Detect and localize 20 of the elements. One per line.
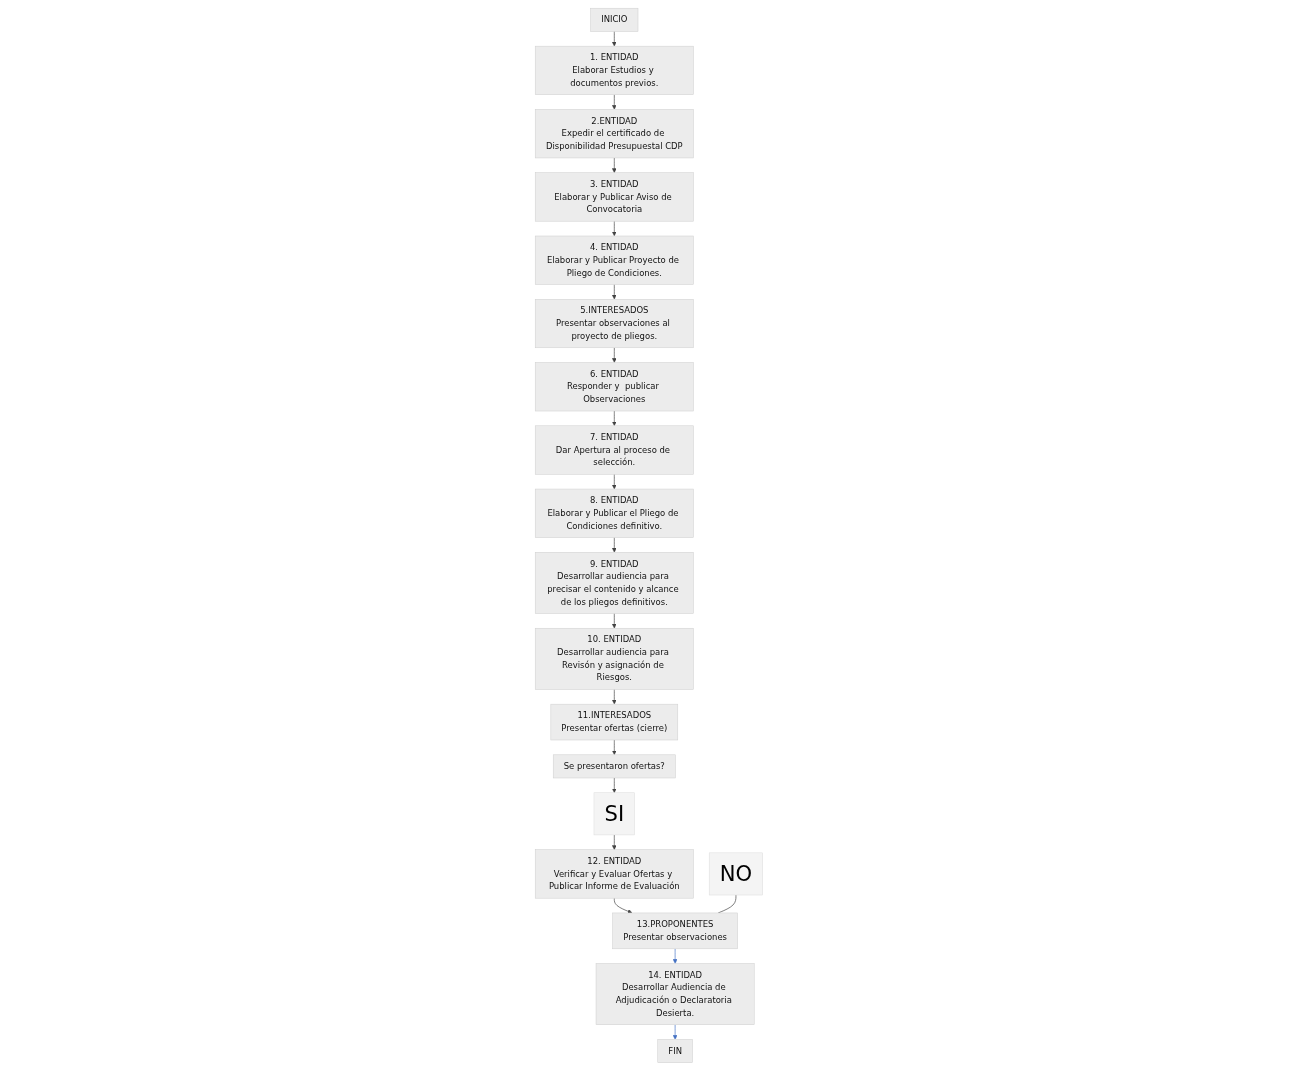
node-box: 1. ENTIDAD Elaborar Estudios y documentos previos. xyxy=(535,45,694,95)
node-box: 8. ENTIDAD Elaborar y Publicar el Pliego de Condiciones definitivo. xyxy=(535,488,694,538)
node-box: 9. ENTIDAD Desarrollar audiencia para precisar el contenido y alcance de los pliegos definitivos. xyxy=(535,552,694,614)
node-box: 6. ENTIDAD Responder y publicar Observaciones xyxy=(535,362,694,412)
node-box: 11.INTERESADOS Presentar ofertas (cierre) xyxy=(550,703,679,741)
node-box: INICIO xyxy=(590,8,639,32)
node-box: 14. ENTIDAD Desarrollar Audiencia de Adjudicación o Declaratoria Desierta. xyxy=(595,963,755,1026)
node-box: Se presentaron ofertas? xyxy=(553,754,676,779)
node-box: 7. ENTIDAD Dar Apertura al proceso de selección. xyxy=(535,425,694,475)
connector xyxy=(717,894,737,914)
node-box: 2.ENTIDAD Expedir el certificado de Disponibilidad Presupuestal CDP xyxy=(535,109,694,159)
node-box: 12. ENTIDAD Verificar y Evaluar Ofertas y Publicar Informe de Evaluación xyxy=(535,849,694,899)
node-box: 5.INTERESADOS Presentar observaciones al proyecto de pliegos. xyxy=(535,299,694,349)
node-box: 13.PROPONENTES Presentar observaciones xyxy=(612,912,738,950)
node-box: 10. ENTIDAD Desarrollar audiencia para Revisón y asignación de Riesgos. xyxy=(535,628,694,690)
node-box: NO xyxy=(709,852,763,896)
node-box: 4. ENTIDAD Elaborar y Publicar Proyecto de Pliego de Condiciones. xyxy=(535,235,694,285)
node-box: 3. ENTIDAD Elaborar y Publicar Aviso de Convocatoria xyxy=(535,172,694,222)
node-box: FIN xyxy=(657,1039,693,1063)
node-box: SI xyxy=(593,792,635,836)
